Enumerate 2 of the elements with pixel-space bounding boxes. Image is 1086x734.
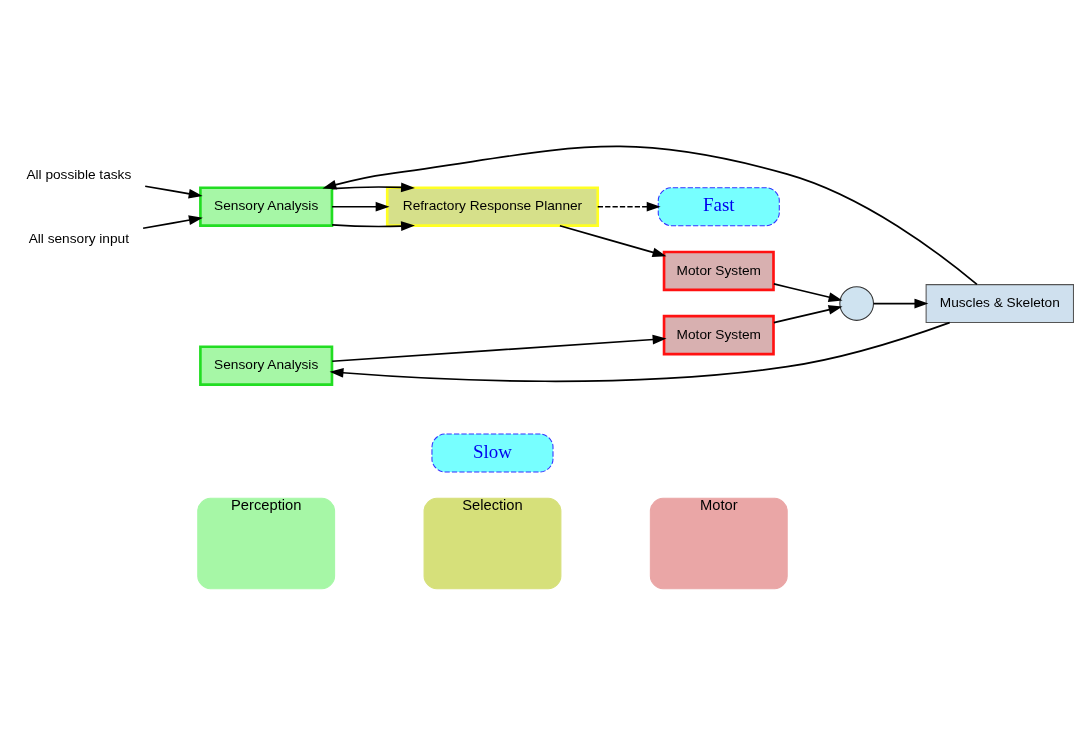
node-text: All possible tasks: [26, 166, 132, 182]
node-text: All sensory input: [28, 230, 129, 246]
